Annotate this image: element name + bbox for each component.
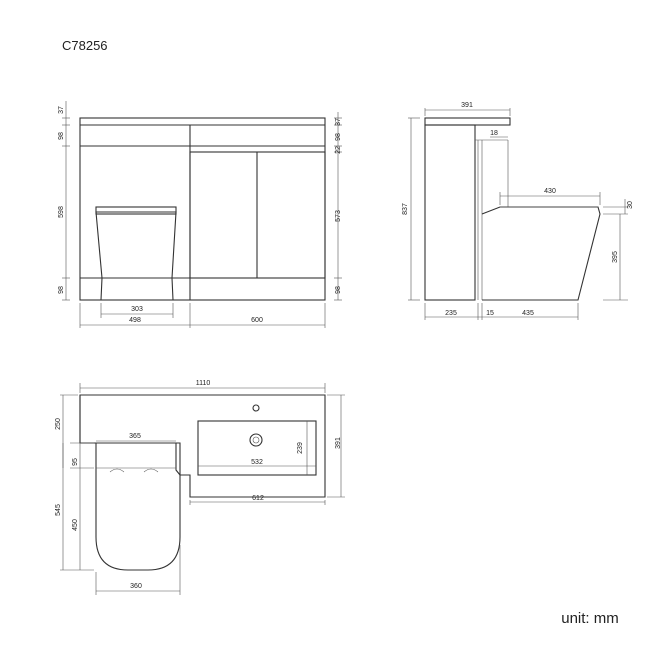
side-cistern-gap: 18 xyxy=(490,130,498,137)
plan-toilet-length: 450 xyxy=(72,519,79,531)
cabinet-doors xyxy=(189,151,326,279)
side-height: 837 xyxy=(402,203,409,215)
front-right-dim-4: 573 xyxy=(335,210,342,222)
plan-vanity-outline xyxy=(79,394,326,498)
unit-label: unit: mm xyxy=(561,610,619,627)
front-left-dim-3: 598 xyxy=(58,206,65,218)
side-view: 391 837 18 430 30 395 235 15 435 xyxy=(402,102,634,320)
plan-toilet-total: 545 xyxy=(55,504,62,516)
front-right-dim-5: 98 xyxy=(335,286,342,294)
plan-cabinet-depth: 391 xyxy=(335,437,342,449)
front-right-dim-3: 22 xyxy=(335,146,342,154)
plan-vanity-width: 612 xyxy=(252,495,264,502)
plan-basin-opening-depth: 239 xyxy=(297,442,304,454)
plan-total-width: 1110 xyxy=(196,380,211,387)
side-bottom-2: 15 xyxy=(486,310,494,317)
front-left-dim-1: 37 xyxy=(58,106,65,114)
plan-toilet xyxy=(95,442,181,571)
side-bottom-3: 435 xyxy=(522,310,534,317)
front-left-dim-4: 98 xyxy=(58,286,65,294)
front-toilet-width: 303 xyxy=(131,306,143,313)
front-right-dim-2: 98 xyxy=(335,133,342,141)
front-left-dim-2: 98 xyxy=(58,132,65,140)
side-bottom-1: 235 xyxy=(445,310,457,317)
product-code: C78256 xyxy=(62,38,108,53)
plan-basin xyxy=(197,420,317,476)
side-pan-height: 395 xyxy=(612,251,619,263)
side-depth: 391 xyxy=(461,102,473,109)
plan-toilet-width: 365 xyxy=(129,433,141,440)
plan-toilet-step: 95 xyxy=(72,458,79,466)
plan-drain xyxy=(249,433,263,447)
toilet-front xyxy=(95,211,177,301)
plan-pan-width: 360 xyxy=(130,583,142,590)
side-cabinet xyxy=(424,124,476,301)
plan-basin-depth: 250 xyxy=(55,418,62,430)
front-left-width: 498 xyxy=(129,317,141,324)
front-outline xyxy=(79,117,326,301)
side-pan-depth: 430 xyxy=(544,188,556,195)
front-right-dim-1: 37 xyxy=(335,118,342,126)
plan-view: 1110 250 391 365 239 532 95 450 545 612 … xyxy=(55,380,345,595)
side-toilet xyxy=(481,206,601,301)
side-seat: 30 xyxy=(627,201,634,209)
front-right-width: 600 xyxy=(251,317,263,324)
front-view: 37 98 598 98 37 98 22 573 98 303 498 600 xyxy=(58,101,342,328)
plan-basin-opening-width: 532 xyxy=(251,459,263,466)
plan-tap-hole xyxy=(252,404,260,412)
